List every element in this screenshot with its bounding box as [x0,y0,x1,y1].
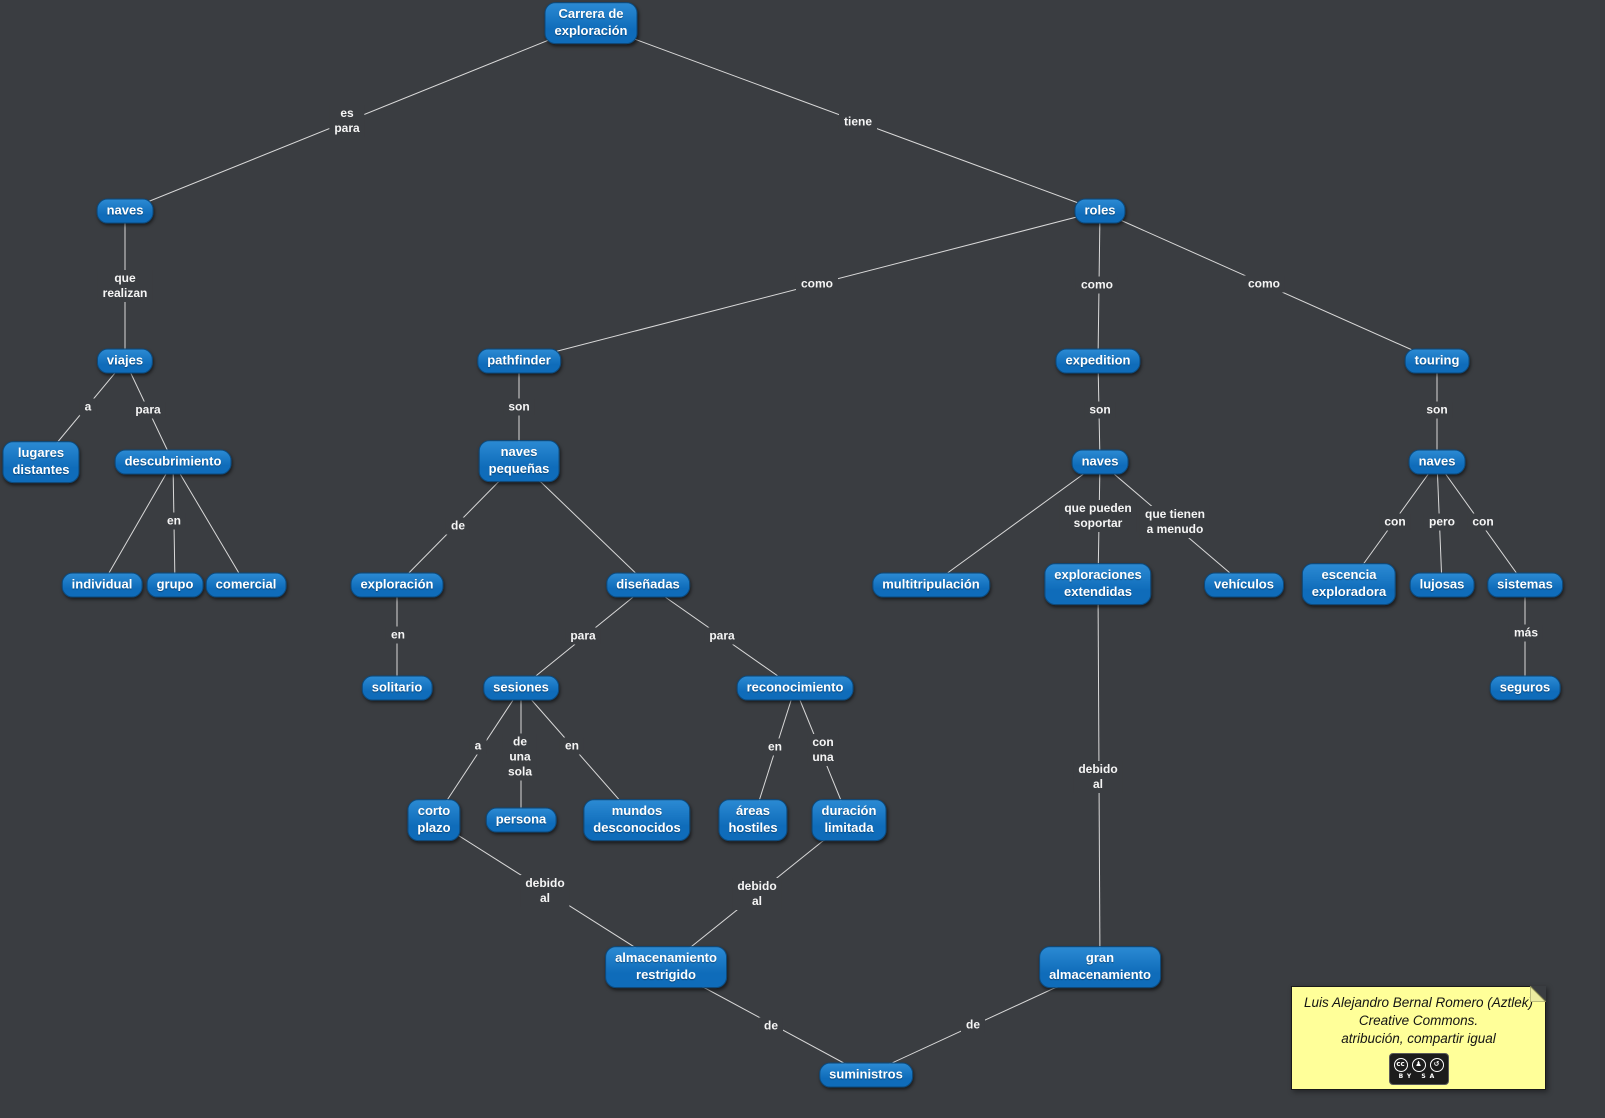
edge-label[interactable]: como [1075,276,1119,294]
node-exploracion[interactable]: exploración [350,572,444,598]
node-sesiones[interactable]: sesiones [483,675,559,701]
edge-label[interactable]: son [1421,401,1453,419]
note-terms-line: atribución, compartir igual [1341,1030,1496,1046]
edge-label[interactable]: de [960,1016,986,1034]
node-vehiculos[interactable]: vehículos [1204,572,1284,598]
edge-label[interactable]: a [79,398,97,416]
edge-line [930,461,1101,586]
edge-label[interactable]: de una sola [502,733,538,781]
edge-label[interactable]: con una [807,734,839,766]
edge-label[interactable]: de [758,1017,784,1035]
edge-label[interactable]: es para [329,105,365,137]
node-suministros[interactable]: suministros [819,1062,913,1088]
edge-label[interactable]: como [795,275,839,293]
edge-label[interactable]: que pueden soportar [1059,500,1137,532]
node-naves-expedition[interactable]: naves [1071,449,1129,475]
share-alike-arrow-icon: ↺ [1429,1057,1444,1072]
cc-badge-icons: cc ♟ ↺ [1393,1057,1444,1072]
node-descubrimiento[interactable]: descubrimiento [114,449,232,475]
edge-label[interactable]: en [385,626,411,644]
node-corto-plazo[interactable]: corto plazo [407,799,461,841]
edge-label[interactable]: en [762,738,788,756]
edge-label[interactable]: que tienen a menudo [1139,506,1211,538]
edge-label[interactable]: tiene [838,113,878,131]
edge-line [172,461,247,586]
node-comercial[interactable]: comercial [205,572,287,598]
cc-by-sa-badge: cc ♟ ↺ BY SA [1388,1053,1449,1086]
edge-label[interactable]: debido al [520,875,570,907]
cc-icon: cc [1393,1057,1408,1072]
edge-label[interactable]: debido al [732,878,782,910]
attribution-person-icon: ♟ [1411,1057,1426,1072]
node-lujosas[interactable]: lujosas [1409,572,1475,598]
node-individual[interactable]: individual [61,572,143,598]
note-fold-icon [1530,986,1546,1002]
node-sistemas[interactable]: sistemas [1487,572,1563,598]
note-license-line: Creative Commons. [1358,1012,1479,1028]
node-touring[interactable]: touring [1404,348,1470,374]
edge-label[interactable]: más [1508,624,1544,642]
edge-label[interactable]: son [1084,401,1116,419]
node-naves-pequenas[interactable]: naves pequeñas [478,440,560,482]
edge-line [101,461,174,586]
edge-label[interactable]: con [1379,513,1411,531]
node-persona[interactable]: persona [485,807,557,833]
edge-label[interactable]: para [130,401,166,419]
edge-label[interactable]: con [1467,513,1499,531]
node-roles[interactable]: roles [1074,198,1126,224]
note-author-line: Luis Alejandro Bernal Romero (Aztlek) [1303,995,1534,1010]
node-seguros[interactable]: seguros [1489,675,1561,701]
node-grupo[interactable]: grupo [146,572,204,598]
node-expedition[interactable]: expedition [1055,348,1141,374]
node-reconocimiento[interactable]: reconocimiento [736,675,854,701]
edge-label[interactable]: en [161,512,187,530]
node-almacenamiento-restrigido[interactable]: almacenamiento restrigido [605,946,727,988]
cc-badge-caption: BY SA [1398,1072,1439,1080]
node-duracion-limitada[interactable]: duración limitada [811,799,887,841]
edge-label[interactable]: son [503,398,535,416]
node-gran-almacenamiento[interactable]: gran almacenamiento [1039,946,1161,988]
edge-label[interactable]: para [565,627,601,645]
node-solitario[interactable]: solitario [361,675,433,701]
node-lugares-distantes[interactable]: lugares distantes [2,441,80,483]
edge-label[interactable]: para [704,627,740,645]
edge-label[interactable]: debido al [1073,761,1123,793]
node-multitripulacion[interactable]: multitripulación [872,572,990,598]
credits-note[interactable]: Luis Alejandro Bernal Romero (Aztlek) Cr… [1291,986,1546,1090]
edge-label[interactable]: como [1242,275,1286,293]
node-pathfinder[interactable]: pathfinder [477,348,561,374]
node-naves[interactable]: naves [96,198,154,224]
node-disenadas[interactable]: diseñadas [606,572,690,598]
edge-label[interactable]: en [559,737,585,755]
edge-label[interactable]: de [445,517,471,535]
node-carrera-de-exploracion[interactable]: Carrera de exploración [544,2,638,44]
node-exploraciones-extendidas[interactable]: exploraciones extendidas [1044,563,1152,605]
node-areas-hostiles[interactable]: áreas hostiles [718,799,788,841]
node-escencia-exploradora[interactable]: escencia exploradora [1301,563,1397,605]
node-naves-touring[interactable]: naves [1408,449,1466,475]
node-mundos-desconocidos[interactable]: mundos desconocidos [583,799,691,841]
edge-label[interactable]: a [469,737,487,755]
node-viajes[interactable]: viajes [96,348,154,374]
edge-label[interactable]: que realizan [97,270,153,302]
edge-label[interactable]: pero [1423,513,1461,531]
